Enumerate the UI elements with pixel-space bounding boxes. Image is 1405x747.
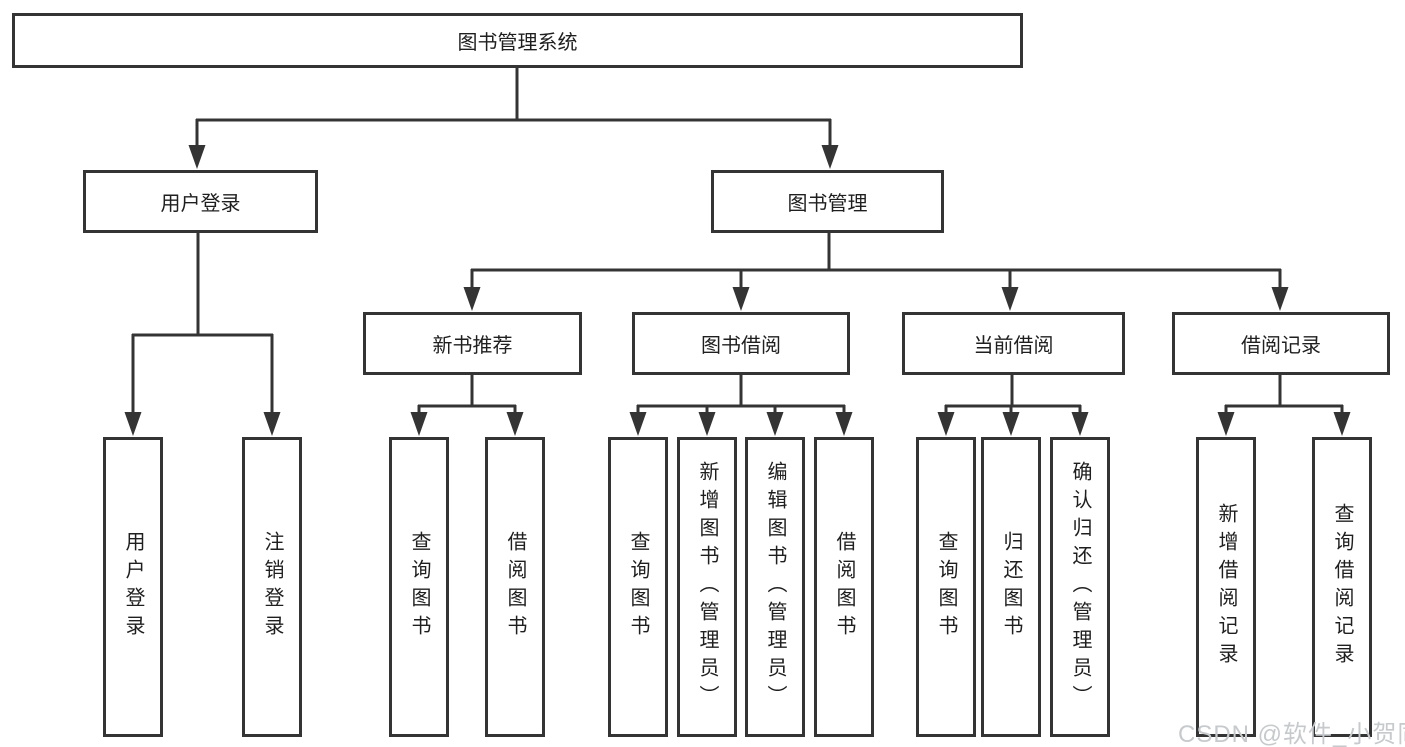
leaf-return-books: 归还图书 bbox=[981, 437, 1041, 737]
connector-bookmgmt-to-level3 bbox=[470, 232, 1282, 292]
leaf-query-books-current: 查询图书 bbox=[916, 437, 976, 737]
node-label: 注销登录 bbox=[261, 531, 283, 643]
arrow-down-icon bbox=[629, 412, 647, 436]
connector-record-to-leaves bbox=[1224, 374, 1344, 417]
node-label: 编辑图书（管理员） bbox=[764, 461, 786, 713]
arrow-down-icon bbox=[124, 412, 142, 436]
node-new-book-recommend: 新书推荐 bbox=[363, 312, 582, 375]
node-borrow-record: 借阅记录 bbox=[1172, 312, 1390, 375]
leaf-borrow-books-recommend: 借阅图书 bbox=[485, 437, 545, 737]
node-label: 图书借阅 bbox=[701, 335, 781, 357]
arrow-down-icon bbox=[732, 287, 750, 311]
arrow-down-icon bbox=[1217, 412, 1235, 436]
leaf-borrow-books: 借阅图书 bbox=[814, 437, 874, 737]
leaf-query-borrow-record: 查询借阅记录 bbox=[1312, 437, 1372, 737]
node-label: 图书管理 bbox=[787, 193, 868, 215]
node-user-login: 用户登录 bbox=[83, 170, 318, 233]
arrow-down-icon bbox=[698, 412, 716, 436]
connector-current-to-leaves bbox=[944, 374, 1082, 417]
leaf-logout: 注销登录 bbox=[242, 437, 302, 737]
watermark: CSDN @软件_小贺同学 bbox=[1178, 721, 1405, 747]
node-book-management: 图书管理 bbox=[711, 170, 944, 233]
node-label: 新书推荐 bbox=[432, 335, 513, 357]
connector-userlogin-to-leaves bbox=[131, 232, 274, 417]
leaf-query-books-recommend: 查询图书 bbox=[389, 437, 449, 737]
leaf-edit-book-admin: 编辑图书（管理员） bbox=[745, 437, 805, 737]
node-label: 归还图书 bbox=[1000, 531, 1022, 643]
leaf-user-login: 用户登录 bbox=[103, 437, 163, 737]
arrow-down-icon bbox=[263, 412, 281, 436]
connector-root-to-level2 bbox=[195, 68, 832, 150]
arrow-down-icon bbox=[766, 412, 784, 436]
node-label: 查询图书 bbox=[408, 531, 430, 643]
arrow-down-icon bbox=[937, 412, 955, 436]
arrow-down-icon bbox=[506, 412, 524, 436]
node-label: 图书管理系统 bbox=[457, 32, 578, 54]
arrow-down-icon bbox=[1271, 287, 1289, 311]
leaf-confirm-return-admin: 确认归还（管理员） bbox=[1050, 437, 1110, 737]
node-root-system: 图书管理系统 bbox=[12, 13, 1023, 68]
arrow-down-icon bbox=[1333, 412, 1351, 436]
arrow-down-icon bbox=[1071, 412, 1089, 436]
node-label: 查询图书 bbox=[935, 531, 957, 643]
leaf-add-borrow-record: 新增借阅记录 bbox=[1196, 437, 1256, 737]
arrowheads bbox=[124, 145, 1351, 436]
node-label: 借阅图书 bbox=[833, 531, 855, 643]
node-label: 借阅图书 bbox=[504, 531, 526, 643]
arrow-down-icon bbox=[1002, 412, 1020, 436]
node-label: 用户登录 bbox=[122, 531, 144, 643]
node-label: 用户登录 bbox=[160, 193, 241, 215]
node-label: 借阅记录 bbox=[1241, 335, 1321, 357]
node-label: 确认归还（管理员） bbox=[1069, 461, 1091, 713]
node-current-borrow: 当前借阅 bbox=[902, 312, 1125, 375]
node-label: 当前借阅 bbox=[973, 335, 1054, 357]
node-label: 查询借阅记录 bbox=[1331, 503, 1353, 671]
arrow-down-icon bbox=[463, 287, 481, 311]
leaf-query-books-borrow: 查询图书 bbox=[608, 437, 668, 737]
arrow-down-icon bbox=[188, 145, 206, 169]
arrow-down-icon bbox=[1001, 287, 1019, 311]
connector-borrow-to-leaves bbox=[636, 374, 846, 417]
node-label: 新增借阅记录 bbox=[1215, 503, 1237, 671]
leaf-add-book-admin: 新增图书（管理员） bbox=[677, 437, 737, 737]
node-book-borrow: 图书借阅 bbox=[632, 312, 850, 375]
node-label: 新增图书（管理员） bbox=[696, 461, 718, 713]
node-label: 查询图书 bbox=[627, 531, 649, 643]
arrow-down-icon bbox=[835, 412, 853, 436]
connector-newrec-to-leaves bbox=[417, 374, 517, 417]
arrow-down-icon bbox=[410, 412, 428, 436]
arrow-down-icon bbox=[821, 145, 839, 169]
